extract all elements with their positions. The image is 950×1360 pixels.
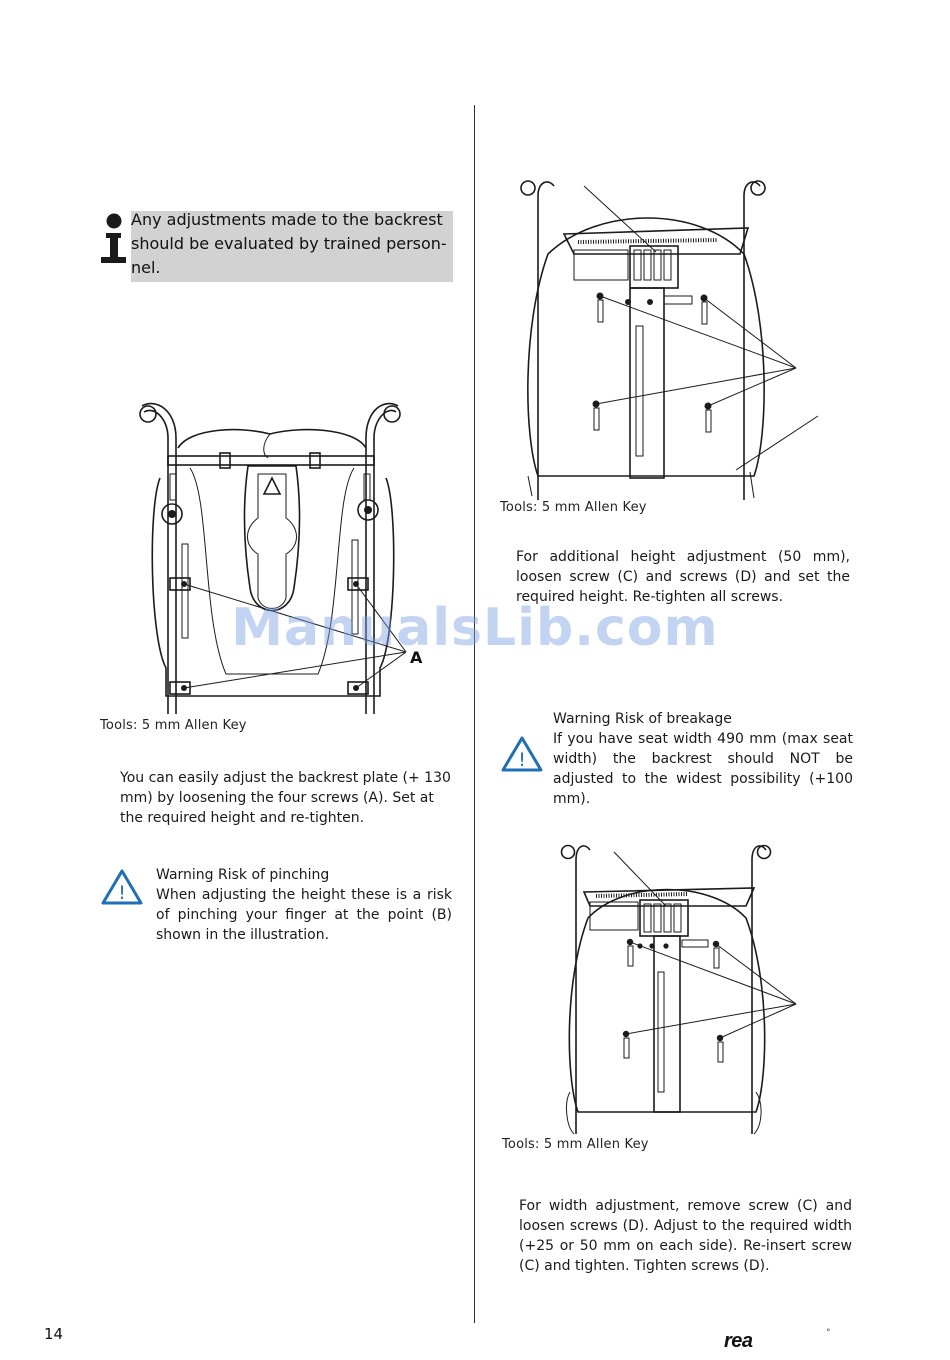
backrest-front-illustration <box>139 402 407 714</box>
warning-pinching-text: When adjusting the height these is a ris… <box>156 887 452 943</box>
svg-text:!: ! <box>518 749 526 771</box>
backrest-rear-height-illustration <box>520 180 819 500</box>
warning-triangle-icon: ! <box>101 869 143 905</box>
height-instruction-additional: For additional height adjustment (50 mm)… <box>516 549 850 605</box>
column-divider <box>474 105 475 1323</box>
warning-breakage-text: If you have seat width 490 mm (max seat … <box>553 731 853 807</box>
brand-logo: rea <box>724 1330 753 1352</box>
warning-breakage-title: Warning Risk of breakage <box>553 711 732 727</box>
info-note-box <box>131 211 453 282</box>
height-instruction: You can easily adjust the backrest plate… <box>120 770 451 826</box>
tools-caption-right-1: Tools: 5 mm Allen Key <box>500 500 647 515</box>
width-instruction: For width adjustment, remove screw (C) a… <box>519 1198 852 1274</box>
tools-caption-left: Tools: 5 mm Allen Key <box>100 718 247 733</box>
label-a: A <box>410 648 423 667</box>
backrest-rear-width-illustration <box>560 844 797 1135</box>
svg-text:!: ! <box>118 882 126 904</box>
brand-mark: ° <box>826 1328 831 1338</box>
warning-triangle-icon: ! <box>501 736 543 772</box>
page-number: 14 <box>44 1325 64 1343</box>
info-note: Any adjustments made to the backrest sho… <box>131 210 447 277</box>
info-icon <box>101 213 126 263</box>
watermark: ManualsLib.com <box>231 598 719 658</box>
warning-pinching-title: Warning Risk of pinching <box>156 867 330 883</box>
tools-caption-right-2: Tools: 5 mm Allen Key <box>502 1137 649 1152</box>
